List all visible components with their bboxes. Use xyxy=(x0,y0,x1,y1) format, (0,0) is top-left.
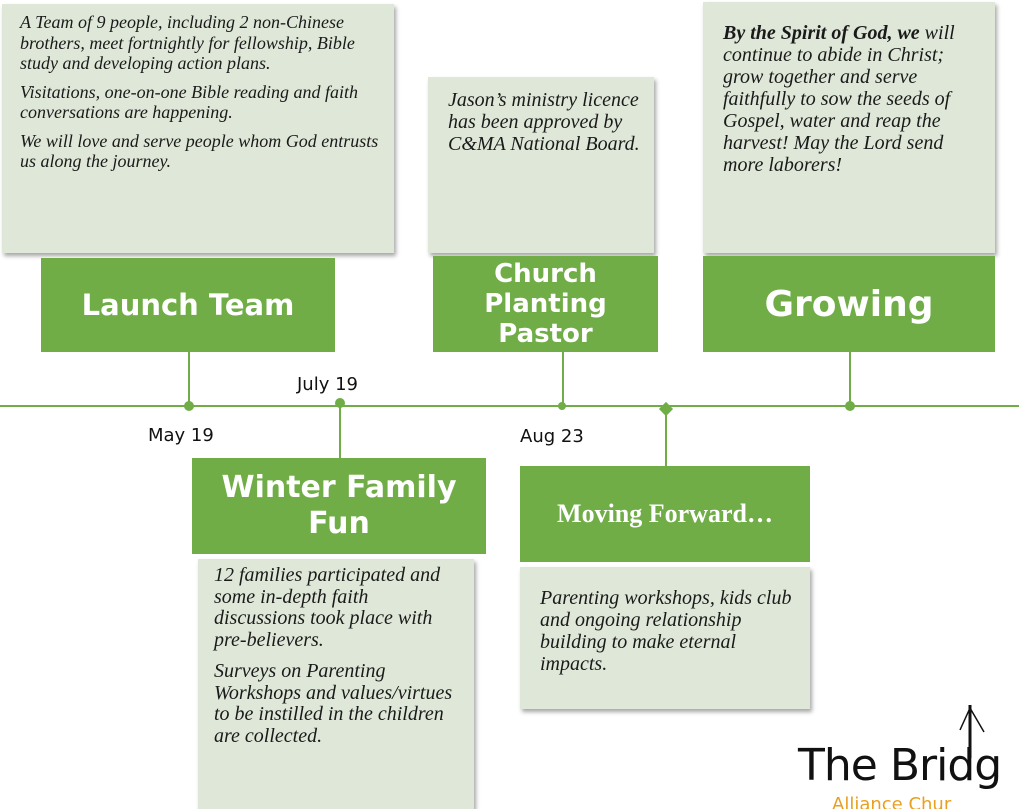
marker-july19 xyxy=(335,398,345,408)
connector-moving xyxy=(665,409,667,466)
connector-winter xyxy=(339,404,341,459)
note-moving-p1: Parenting workshops, kids club and ongoi… xyxy=(540,587,792,675)
timeline-axis xyxy=(0,405,1019,407)
connector-pastor xyxy=(562,352,564,406)
note-launch-team-p2: Visitations, one-on-one Bible reading an… xyxy=(20,81,358,123)
note-growing-lead: By the Spirit of God, we xyxy=(723,22,920,44)
church-logo: The Bridg Alliance Chur xyxy=(790,700,1019,809)
note-launch-team-p1: A Team of 9 people, including 2 non-Chin… xyxy=(20,12,355,73)
connector-growing xyxy=(849,352,851,406)
note-pastor: Jason’s ministry licence has been approv… xyxy=(428,77,654,253)
connector-launch-team xyxy=(188,352,190,406)
note-pastor-p1: Jason’s ministry licence has been approv… xyxy=(448,89,640,155)
note-launch-team-p3: We will love and serve people whom God e… xyxy=(20,130,379,172)
note-winter-p1: 12 families participated and some in-dep… xyxy=(214,564,441,651)
note-growing-rest: will continue to abide in Christ; grow t… xyxy=(723,22,955,176)
note-moving-forward: Parenting workshops, kids club and ongoi… xyxy=(520,567,810,709)
banner-moving-forward: Moving Forward… xyxy=(520,466,810,562)
note-winter-p2: Surveys on Parenting Workshops and value… xyxy=(214,660,453,747)
logo-subtitle: Alliance Chur xyxy=(832,794,952,809)
note-launch-team: A Team of 9 people, including 2 non-Chin… xyxy=(2,4,394,253)
marker-may19 xyxy=(184,401,194,411)
note-growing: By the Spirit of God, we will continue t… xyxy=(703,2,995,253)
banner-church-planting-pastor: Church Planting Pastor xyxy=(433,256,658,352)
date-label-aug23: Aug 23 xyxy=(520,426,584,447)
banner-launch-team: Launch Team xyxy=(41,258,335,352)
date-label-july19: July 19 xyxy=(297,374,358,395)
note-winter: 12 families participated and some in-dep… xyxy=(198,559,474,809)
date-label-may19: May 19 xyxy=(148,425,214,446)
marker-growing xyxy=(845,401,855,411)
logo-name: The Bridg xyxy=(798,740,1002,791)
banner-winter-family-fun: Winter Family Fun xyxy=(192,458,486,554)
marker-aug23 xyxy=(558,402,566,410)
note-growing-text: By the Spirit of God, we will continue t… xyxy=(723,22,985,176)
banner-growing: Growing xyxy=(703,256,995,352)
